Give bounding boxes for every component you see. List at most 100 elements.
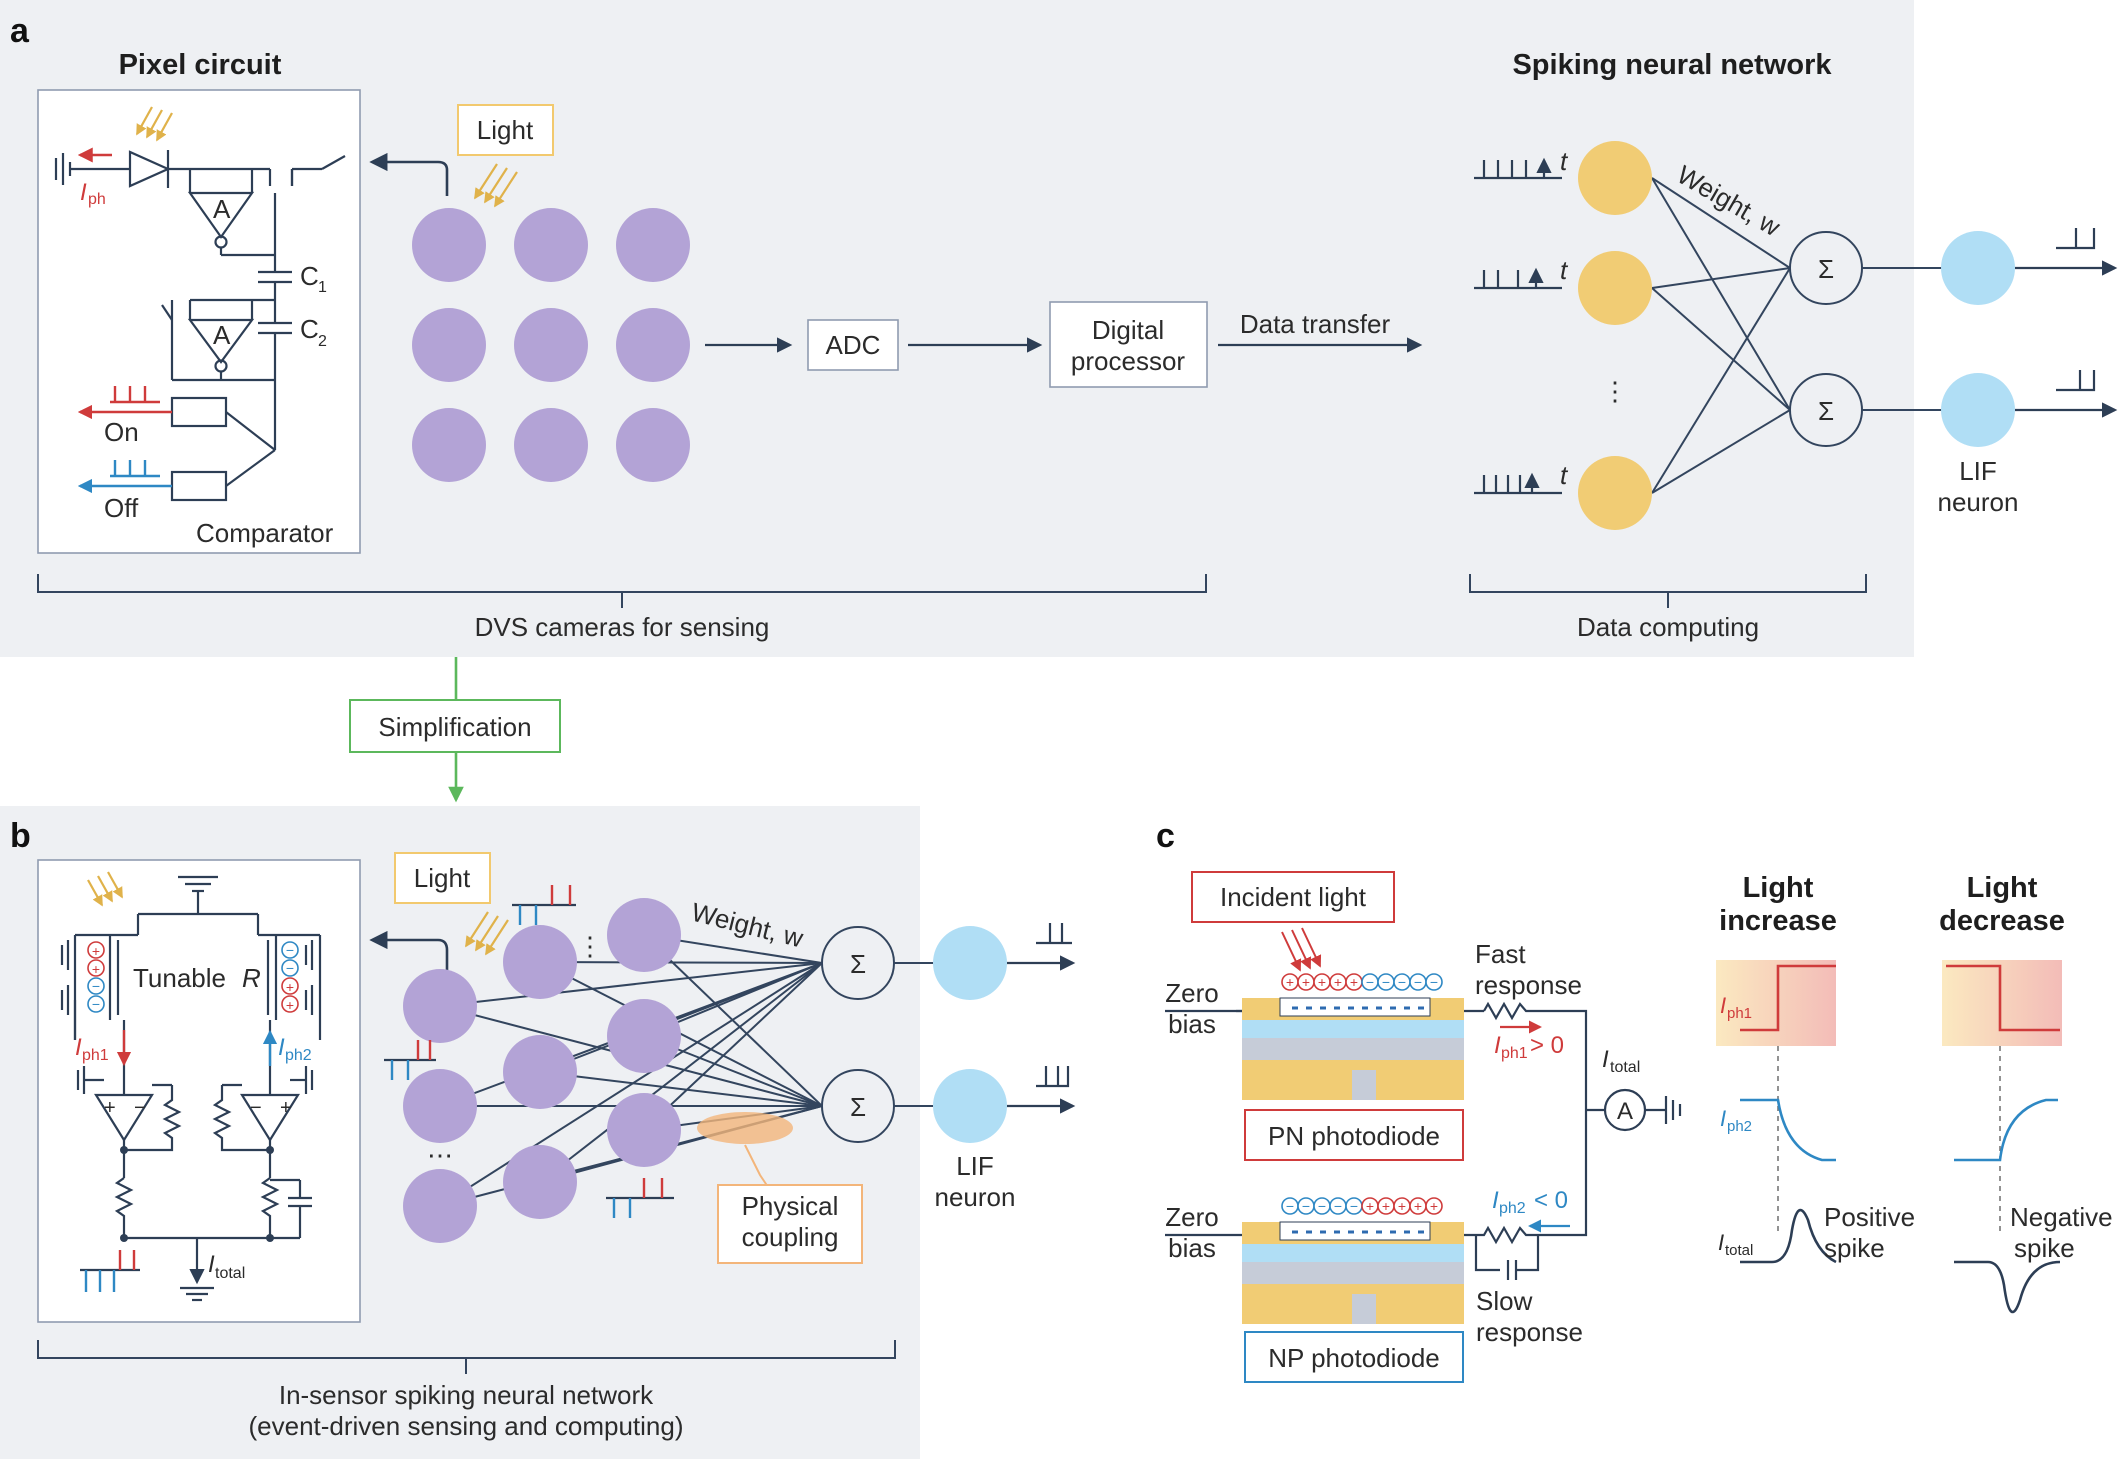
digital-processor-box bbox=[1049, 301, 1208, 388]
svg-text:Physical: Physical bbox=[742, 1191, 839, 1221]
svg-text:+: + bbox=[1414, 1198, 1422, 1214]
computing-bracket bbox=[1469, 574, 1867, 608]
svg-text:t: t bbox=[1560, 255, 1569, 285]
computing-caption: Data computing bbox=[1577, 612, 1759, 642]
svg-text:A: A bbox=[213, 320, 231, 350]
svg-text:+: + bbox=[286, 979, 294, 995]
svg-text:−: − bbox=[92, 978, 100, 994]
svg-text:+: + bbox=[104, 1097, 116, 1119]
svg-text:Σ: Σ bbox=[1818, 254, 1834, 284]
panel-label-b: b bbox=[10, 817, 31, 855]
svg-text:−: − bbox=[250, 1097, 262, 1119]
svg-text:−: − bbox=[286, 942, 294, 958]
svg-text:LIF: LIF bbox=[956, 1151, 994, 1181]
svg-text:Incident light: Incident light bbox=[1220, 882, 1367, 912]
pixel-circuit-title: Pixel circuit bbox=[119, 49, 282, 81]
svg-text:2: 2 bbox=[318, 333, 327, 350]
svg-text:−: − bbox=[134, 1097, 146, 1119]
svg-text:⋮: ⋮ bbox=[577, 931, 603, 961]
light-label-box-b bbox=[394, 852, 491, 904]
adc-box bbox=[807, 319, 899, 371]
svg-text:< 0: < 0 bbox=[1534, 1187, 1568, 1214]
svg-text:ph1: ph1 bbox=[1727, 1005, 1752, 1022]
svg-text:response: response bbox=[1475, 970, 1582, 1000]
svg-text:−: − bbox=[1366, 974, 1374, 990]
pixel-array bbox=[412, 208, 690, 482]
svg-text:processor: processor bbox=[1071, 346, 1185, 376]
tunable-r-label: Tunable bbox=[133, 963, 226, 993]
svg-text:+: + bbox=[1366, 1198, 1374, 1214]
bridge-circuit-schematic: + + − − − − + + Tunable R I ph1 I bbox=[60, 871, 322, 1302]
svg-text:response: response bbox=[1476, 1317, 1583, 1347]
svg-text:PN photodiode: PN photodiode bbox=[1268, 1121, 1440, 1151]
bridge-circuit-box bbox=[37, 859, 361, 1323]
snn-b: ⋯ ⋮ Weight, w Σ Σ LIF neuron Physical co… bbox=[384, 885, 1076, 1264]
svg-text:+: + bbox=[92, 943, 100, 959]
svg-text:t: t bbox=[1560, 146, 1569, 176]
svg-text:On: On bbox=[104, 417, 139, 447]
light-label-b: Light bbox=[414, 863, 471, 893]
svg-text:ph2: ph2 bbox=[1727, 1118, 1752, 1135]
svg-text:LIF: LIF bbox=[1959, 456, 1997, 486]
svg-text:ph1: ph1 bbox=[1501, 1045, 1528, 1062]
light-increase-gradient bbox=[1716, 960, 1836, 1046]
svg-text:−: − bbox=[92, 996, 100, 1012]
adc-label: ADC bbox=[826, 330, 881, 360]
panel-label-a: a bbox=[10, 12, 30, 50]
svg-text:−: − bbox=[1382, 974, 1390, 990]
svg-text:spike: spike bbox=[1824, 1233, 1885, 1263]
svg-text:I: I bbox=[1720, 1106, 1726, 1131]
svg-text:ph1: ph1 bbox=[82, 1047, 109, 1064]
svg-text:I: I bbox=[1720, 993, 1726, 1018]
svg-text:> 0: > 0 bbox=[1530, 1032, 1564, 1059]
svg-text:Off: Off bbox=[104, 493, 139, 523]
svg-text:total: total bbox=[1610, 1059, 1640, 1076]
svg-text:Negative: Negative bbox=[2010, 1202, 2113, 1232]
dvs-bracket bbox=[37, 574, 1207, 608]
in-sensor-caption-2: (event-driven sensing and computing) bbox=[248, 1411, 683, 1441]
pixel-circuit-schematic: I ph A C 1 A bbox=[54, 106, 346, 548]
svg-text:Σ: Σ bbox=[1818, 396, 1834, 426]
svg-text:ph: ph bbox=[88, 191, 106, 208]
svg-text:Positive: Positive bbox=[1824, 1202, 1915, 1232]
physical-coupling-box bbox=[717, 1184, 863, 1264]
svg-text:−: − bbox=[1302, 1198, 1310, 1214]
svg-text:+: + bbox=[1318, 974, 1326, 990]
dvs-caption: DVS cameras for sensing bbox=[475, 612, 770, 642]
snn-a: t t t ⋮ Weight, w Σ Σ LIF neuron bbox=[1474, 141, 2118, 530]
svg-text:−: − bbox=[1286, 1198, 1294, 1214]
pn-charges: + + + + + − − − − − bbox=[1281, 973, 1443, 1010]
svg-text:Slow: Slow bbox=[1476, 1286, 1533, 1316]
svg-text:⋯: ⋯ bbox=[427, 1140, 453, 1170]
svg-text:Comparator: Comparator bbox=[196, 518, 334, 548]
svg-text:+: + bbox=[286, 997, 294, 1013]
incident-light-box bbox=[1191, 871, 1395, 923]
np-charges: − − − − − + + + + + bbox=[1281, 1197, 1443, 1234]
svg-text:1: 1 bbox=[318, 279, 327, 296]
svg-text:A: A bbox=[213, 194, 231, 224]
pn-photodiode-device bbox=[1236, 997, 1484, 1100]
svg-text:total: total bbox=[1725, 1242, 1753, 1259]
svg-text:increase: increase bbox=[1719, 905, 1837, 937]
svg-text:I: I bbox=[75, 1034, 82, 1061]
svg-text:Σ: Σ bbox=[850, 949, 866, 979]
pixel-to-circuit-arrow bbox=[369, 152, 449, 196]
svg-text:neuron: neuron bbox=[1938, 487, 2019, 517]
svg-text:spike: spike bbox=[2014, 1233, 2075, 1263]
svg-text:−: − bbox=[1430, 974, 1438, 990]
svg-text:coupling: coupling bbox=[742, 1222, 839, 1252]
svg-text:−: − bbox=[1350, 1198, 1358, 1214]
svg-text:decrease: decrease bbox=[1939, 905, 2065, 937]
pn-label-box bbox=[1244, 1109, 1464, 1161]
svg-text:C: C bbox=[300, 261, 319, 291]
svg-text:bias: bias bbox=[1168, 1233, 1216, 1263]
svg-text:+: + bbox=[1430, 1198, 1438, 1214]
svg-text:⋮: ⋮ bbox=[1602, 376, 1628, 406]
svg-text:I: I bbox=[1718, 1230, 1724, 1255]
svg-text:Digital: Digital bbox=[1092, 315, 1164, 345]
svg-text:R: R bbox=[242, 963, 261, 993]
svg-text:I: I bbox=[278, 1034, 285, 1061]
pixel-circuit-box bbox=[37, 89, 361, 554]
light-label-a: Light bbox=[477, 115, 534, 145]
